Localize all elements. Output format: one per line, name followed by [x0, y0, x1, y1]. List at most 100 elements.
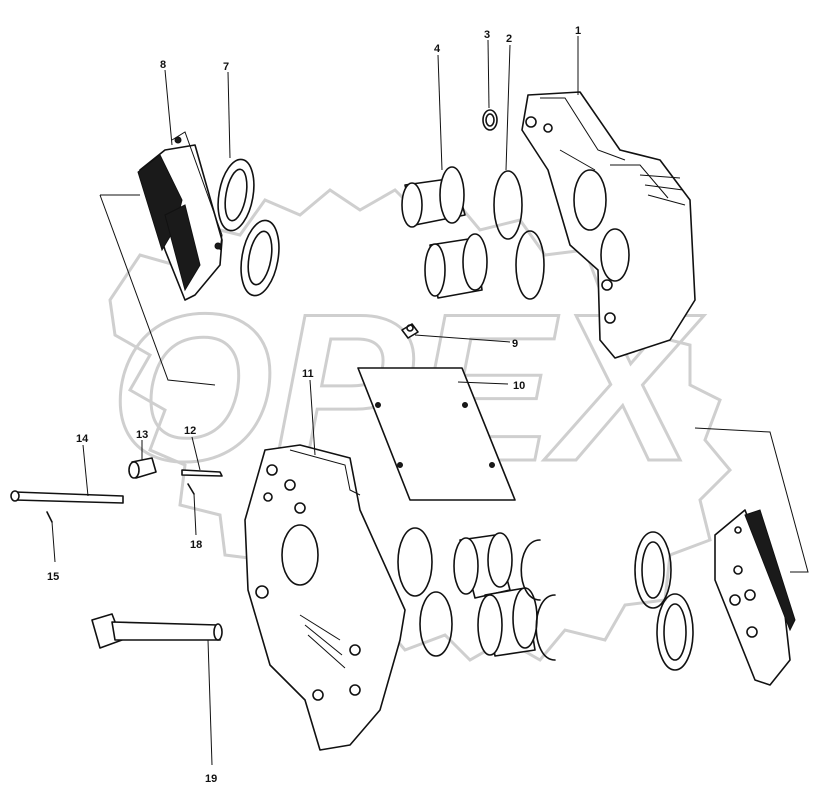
- piston-face: [453, 537, 479, 595]
- piston-end: [439, 166, 465, 224]
- housing-hole: [604, 312, 616, 324]
- part-label-19: 19: [205, 773, 217, 785]
- part-label-1: 1: [575, 25, 581, 37]
- leader-9: [414, 334, 511, 343]
- part-label-14: 14: [76, 433, 89, 445]
- pin-end: [10, 490, 20, 502]
- part-label-18: 18: [190, 539, 202, 551]
- part-label-7: 7: [223, 61, 229, 73]
- brake-pad-lower: [714, 509, 796, 686]
- seal-ring: [419, 591, 453, 657]
- leader-19: [207, 639, 213, 766]
- pad-lower-leader-bracket: [694, 427, 809, 573]
- housing-outline: [244, 444, 406, 751]
- leader-15: [51, 521, 56, 563]
- part-label-13: 13: [136, 429, 148, 441]
- housing-hole: [255, 585, 269, 599]
- housing-outline: [521, 91, 696, 359]
- pin-shaft: [14, 491, 124, 504]
- piston-end: [462, 233, 488, 291]
- bolt-shank: [111, 621, 221, 641]
- part-label-4: 4: [434, 43, 441, 55]
- seal-outer: [217, 158, 255, 232]
- pad-hole: [733, 565, 743, 575]
- seal-inner: [247, 230, 273, 286]
- leader-7: [227, 71, 231, 159]
- watermark-gear-outline: [108, 188, 733, 662]
- gasket-outline: [357, 367, 516, 501]
- leader-18: [193, 493, 197, 536]
- pad-pin-hole: [214, 242, 222, 250]
- housing-bore: [281, 524, 319, 586]
- seal-outer: [634, 531, 672, 609]
- part-label-15: 15: [47, 571, 59, 583]
- pad-pin-hole: [734, 526, 742, 534]
- snap-rings-lower: [520, 539, 556, 661]
- leader-3: [487, 39, 490, 109]
- leader-8: [164, 69, 173, 146]
- cotter-pin-15: [46, 511, 53, 523]
- pad-hole: [746, 626, 758, 638]
- gasket-plate: [357, 367, 516, 501]
- leader-lines: [51, 36, 579, 766]
- gasket-hole: [489, 462, 495, 468]
- leader-10: [457, 381, 509, 385]
- housing-fins: [299, 614, 346, 669]
- snap-ring: [520, 539, 541, 601]
- leader-11: [309, 379, 316, 456]
- piston-ring: [493, 170, 523, 240]
- part-label-10: 10: [513, 380, 525, 392]
- nut-face: [128, 461, 140, 479]
- part-label-11: 11: [302, 368, 314, 380]
- part-label-12: 12: [184, 425, 196, 437]
- gasket-hole: [397, 462, 403, 468]
- seals-lower-right: [634, 531, 694, 671]
- housing-hole: [349, 684, 361, 696]
- pad-hole: [729, 594, 741, 606]
- nut: [128, 457, 157, 479]
- housing-hole: [294, 502, 306, 514]
- pad-leader-bracket: [99, 194, 216, 386]
- seals-lower-middle: [397, 527, 453, 657]
- part-label-3: 3: [484, 29, 490, 41]
- piston-face: [424, 243, 446, 297]
- housing-hole: [312, 689, 324, 701]
- piston-end: [512, 587, 538, 649]
- seal-outer: [240, 219, 280, 297]
- pad-friction-block-bottom: [164, 204, 201, 292]
- guide-pin-long: [10, 490, 124, 504]
- bleed-screw-head: [406, 324, 414, 332]
- housing-hole: [349, 644, 361, 656]
- bolt: [91, 613, 223, 649]
- housing-edges: [289, 449, 361, 496]
- part-labels: 1 2 3 4 7 8 9 10 11 12 13 14 15 18 19: [47, 25, 581, 785]
- housing-hole: [266, 464, 278, 476]
- leader-4: [437, 54, 443, 171]
- cotter-pin-18: [187, 483, 195, 495]
- seal-inner: [224, 168, 248, 222]
- snap-ring: [535, 594, 556, 661]
- bleed-screw: [401, 323, 419, 339]
- pad-friction-edge: [744, 509, 796, 632]
- part-label-2: 2: [506, 33, 512, 45]
- housing-hole: [263, 492, 273, 502]
- seal-inner: [641, 541, 665, 599]
- part-label-8: 8: [160, 59, 166, 71]
- piston-seals-upper: [217, 158, 280, 297]
- pistons-upper: [401, 166, 488, 299]
- housing-hole: [601, 279, 613, 291]
- seal-inner: [663, 603, 687, 661]
- leader-14: [82, 444, 89, 497]
- housing-hole: [284, 479, 296, 491]
- pistons-lower: [453, 532, 538, 657]
- caliper-housing-lower: [244, 444, 406, 751]
- seal-ring: [397, 527, 433, 597]
- pad-pin-hole: [174, 136, 182, 144]
- pad-hole: [744, 589, 756, 601]
- piston-ring: [515, 230, 545, 300]
- small-o-ring: [482, 109, 498, 131]
- seal-outer: [656, 593, 694, 671]
- gasket-hole: [462, 402, 468, 408]
